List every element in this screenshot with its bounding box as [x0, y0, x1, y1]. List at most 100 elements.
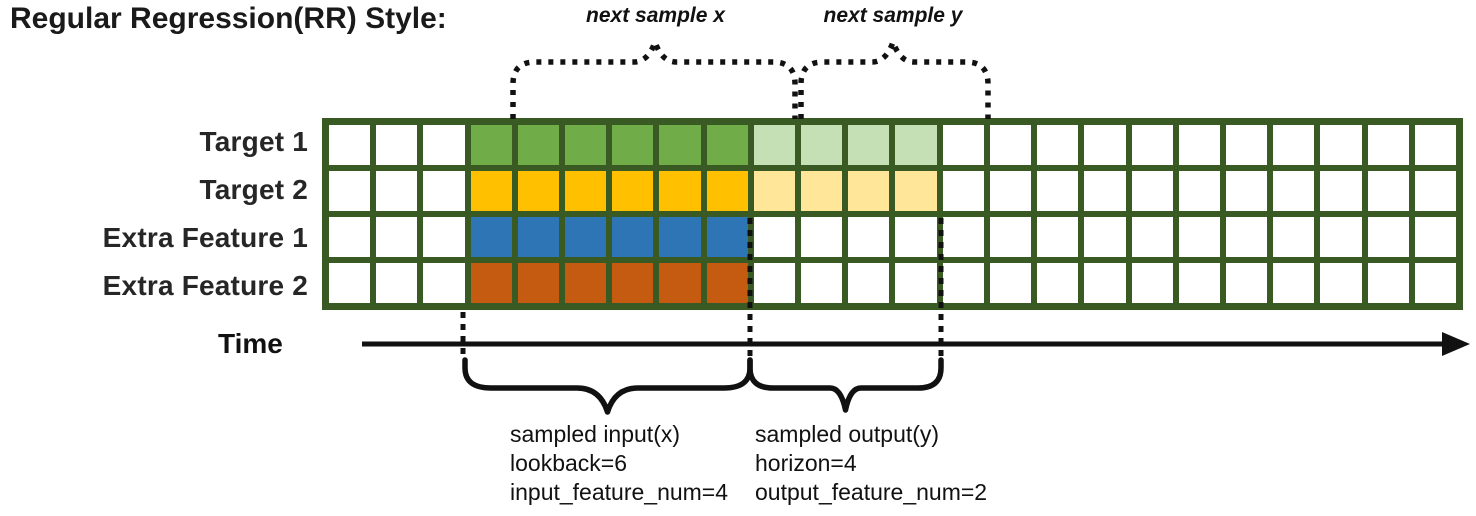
grid-cell	[1178, 217, 1220, 257]
row-label-target-2: Target 2	[199, 174, 308, 205]
grid-cell	[376, 171, 418, 211]
caption-line-input-title: sampled input(x)	[510, 421, 681, 447]
grid-cell	[989, 125, 1032, 165]
grid-cell	[895, 217, 937, 257]
grid-cell	[1320, 125, 1362, 165]
grid-cell	[848, 171, 890, 211]
grid-cell	[565, 125, 607, 165]
grid-cell	[376, 125, 418, 165]
grid-cell	[376, 263, 418, 303]
grid-cell	[1037, 125, 1079, 165]
row-label-extra-feature-1: Extra Feature 1	[102, 222, 308, 253]
grid-cell	[801, 217, 843, 257]
caption-line-output-features: output_feature_num=2	[755, 479, 988, 505]
grid-cell	[753, 171, 796, 211]
grid-cell	[1320, 171, 1362, 211]
grid-cell	[612, 171, 654, 211]
grid-cell	[1320, 217, 1362, 257]
grid-cell	[753, 217, 796, 257]
next-sample-y-brace	[798, 33, 991, 119]
grid-cell	[1367, 125, 1409, 165]
grid-cell	[706, 171, 748, 211]
next-sample-x-brace	[510, 33, 798, 119]
grid-cell	[423, 263, 465, 303]
grid-cell	[1225, 125, 1268, 165]
grid-cell	[659, 217, 701, 257]
grid-cell	[753, 263, 796, 303]
grid-cell	[706, 217, 748, 257]
grid-cell	[1178, 171, 1220, 211]
grid-cell	[1414, 171, 1456, 211]
grid-cell	[801, 171, 843, 211]
grid-cell	[1131, 125, 1173, 165]
grid-cell	[1225, 217, 1268, 257]
grid-cell	[848, 263, 890, 303]
time-label: Time	[218, 328, 283, 359]
grid-cell	[1367, 171, 1409, 211]
diagram-title: Regular Regression(RR) Style:	[10, 2, 447, 35]
grid-cell	[753, 125, 796, 165]
grid-cell	[706, 125, 748, 165]
grid-cell	[423, 171, 465, 211]
sample-grid	[322, 118, 1463, 310]
grid-cell	[1414, 263, 1456, 303]
grid-cell	[423, 125, 465, 165]
grid-cell	[1273, 171, 1315, 211]
row-label-extra-feature-2: Extra Feature 2	[102, 270, 308, 301]
grid-cell	[659, 263, 701, 303]
grid-cell	[517, 217, 560, 257]
grid-cell	[423, 217, 465, 257]
grid-cell	[659, 125, 701, 165]
grid-cell	[612, 125, 654, 165]
grid-cell	[470, 125, 512, 165]
next-sample-x-label: next sample x	[586, 4, 725, 27]
output-brace	[747, 357, 944, 413]
sampled-input-caption: sampled input(x) lookback=6 input_featur…	[510, 420, 728, 507]
grid-cell	[470, 217, 512, 257]
grid-cell	[848, 217, 890, 257]
grid-cell	[517, 263, 560, 303]
grid-cell	[1414, 125, 1456, 165]
caption-line-lookback: lookback=6	[510, 450, 627, 476]
caption-line-input-features: input_feature_num=4	[510, 479, 729, 505]
grid-cell	[1037, 217, 1079, 257]
grid-cell	[470, 171, 512, 211]
grid-cell	[801, 125, 843, 165]
grid-cell	[895, 263, 937, 303]
grid-cell	[1273, 125, 1315, 165]
grid-cell	[1178, 125, 1220, 165]
grid-cell	[1037, 263, 1079, 303]
grid-cell	[565, 171, 607, 211]
grid-cell	[329, 263, 371, 303]
caption-line-output-title: sampled output(y)	[755, 421, 940, 447]
grid-cell	[1320, 263, 1362, 303]
grid-cell	[942, 217, 984, 257]
grid-cell	[1131, 217, 1173, 257]
grid-cell	[517, 171, 560, 211]
grid-cell	[989, 171, 1032, 211]
grid-cell	[706, 263, 748, 303]
grid-cell	[989, 263, 1032, 303]
grid-cell	[801, 263, 843, 303]
grid-cell	[1273, 263, 1315, 303]
grid-cell	[612, 217, 654, 257]
grid-cell	[329, 125, 371, 165]
grid-cell	[659, 171, 701, 211]
grid-cell	[565, 217, 607, 257]
grid-cell	[1367, 263, 1409, 303]
input-brace	[462, 357, 753, 415]
grid-cell	[1225, 263, 1268, 303]
grid-cell	[942, 125, 984, 165]
grid-cell	[565, 263, 607, 303]
grid-cell	[1084, 171, 1126, 211]
caption-line-horizon: horizon=4	[755, 450, 857, 476]
grid-cell	[1084, 217, 1126, 257]
grid-cell	[848, 125, 890, 165]
grid-cell	[1273, 217, 1315, 257]
grid-cell	[1084, 263, 1126, 303]
grid-cell	[1414, 217, 1456, 257]
grid-cell	[470, 263, 512, 303]
grid-cell	[895, 171, 937, 211]
grid-cell	[895, 125, 937, 165]
